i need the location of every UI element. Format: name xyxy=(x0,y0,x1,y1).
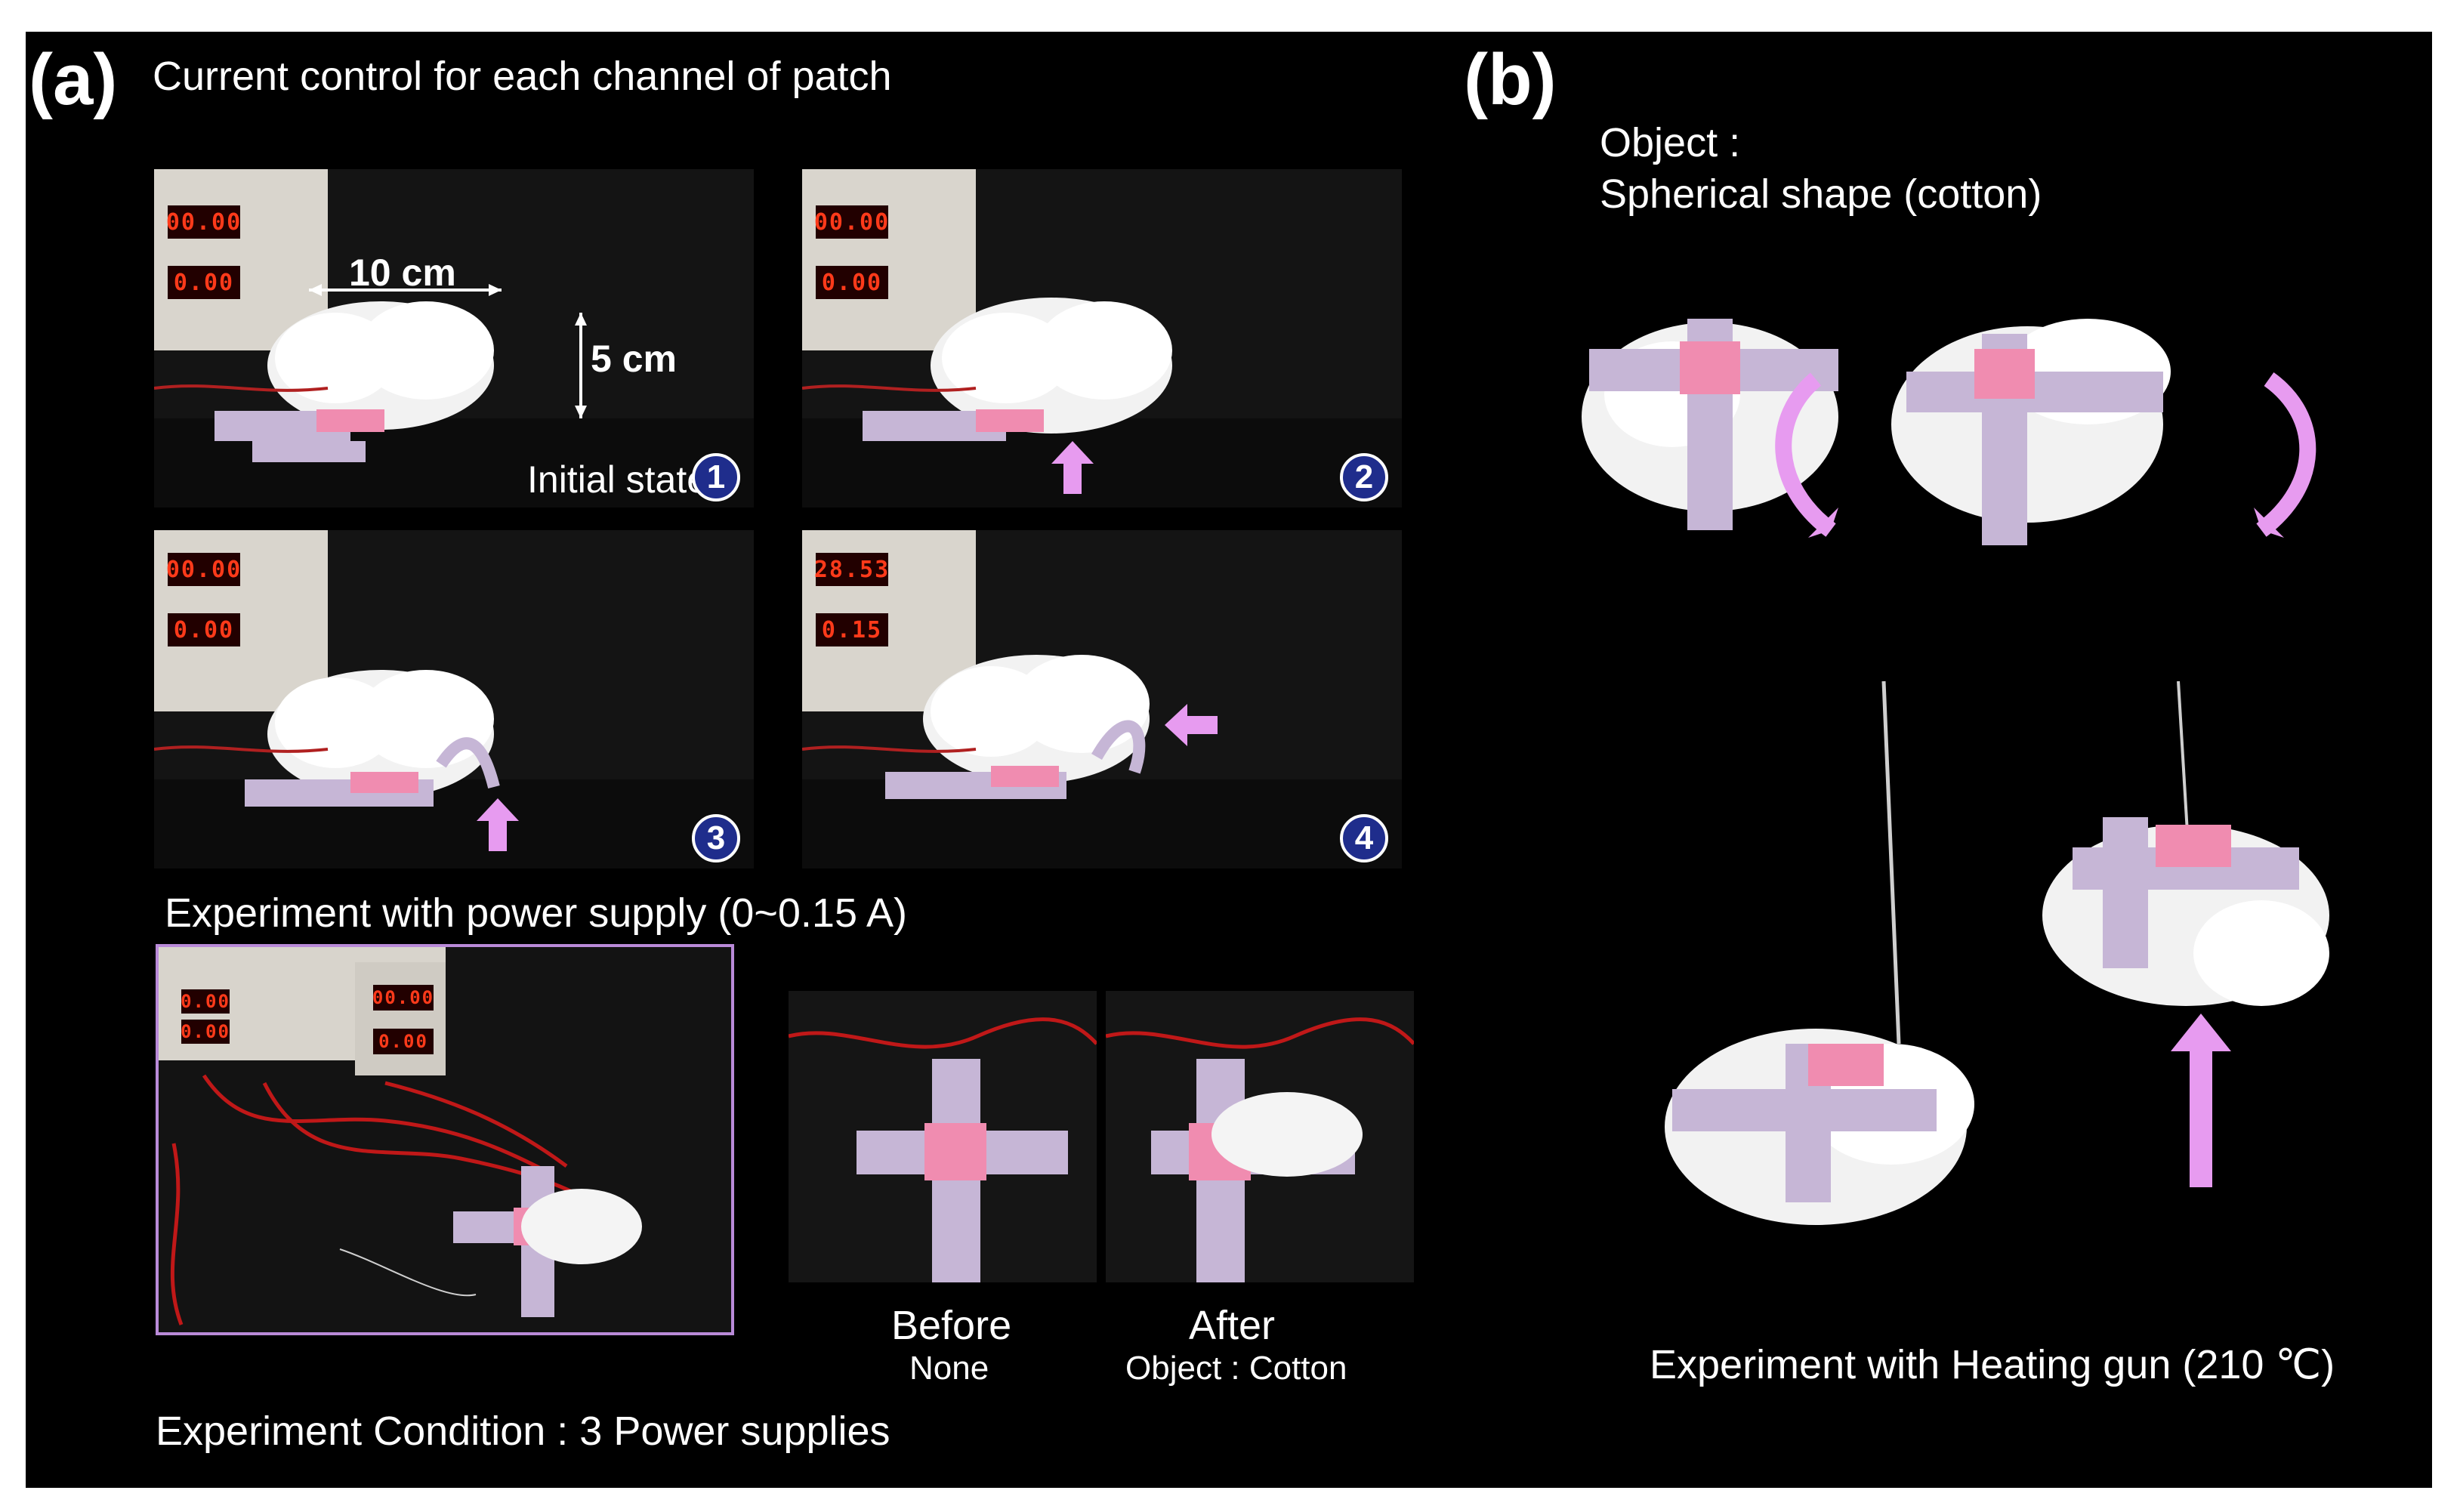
rotation-arrow-left xyxy=(1775,372,1836,537)
after-photo xyxy=(1106,991,1414,1282)
heating-caption: Experiment with Heating gun (210 ℃) xyxy=(1650,1342,2335,1387)
setup-display-3: 00.00 xyxy=(372,985,434,1011)
cotton-object-rotated xyxy=(1891,319,2171,545)
width-dimension-label: 10 cm xyxy=(349,251,456,294)
step-2-badge: 2 xyxy=(1340,453,1388,501)
panel-a-heading: Current control for each channel of patc… xyxy=(153,54,892,99)
after-title: After xyxy=(1189,1303,1276,1348)
step-4-badge: 4 xyxy=(1340,814,1388,862)
step-1-scene xyxy=(154,169,754,508)
before-title: Before xyxy=(891,1303,1012,1348)
figure-frame: (a) Current control for each channel of … xyxy=(26,32,2432,1488)
step-4-current-display: 0.15 xyxy=(816,613,888,646)
panel-b-label: (b) xyxy=(1464,39,1557,120)
step-3-current-display: 0.00 xyxy=(168,613,240,646)
step-2-photo: 00.00 0.00 2 xyxy=(802,169,1402,508)
panel-b-scene xyxy=(1582,319,2329,1225)
object-value: Spherical shape (cotton) xyxy=(1600,171,2042,217)
step-4-scene xyxy=(802,530,1402,869)
before-photo xyxy=(789,991,1097,1282)
setup-display-4: 0.00 xyxy=(373,1029,434,1054)
step-3-photo: 00.00 0.00 3 xyxy=(154,530,754,869)
step-1-current-display: 0.00 xyxy=(168,266,240,299)
step-3-voltage-display: 00.00 xyxy=(166,553,240,586)
step-1-badge: 1 xyxy=(692,453,740,501)
step-2-scene xyxy=(802,169,1402,508)
setup-display-2: 0.00 xyxy=(181,1020,230,1044)
setup-scene xyxy=(159,947,731,1332)
cotton-object-lifted xyxy=(2042,817,2329,1006)
step-4-photo: 28.53 0.15 4 xyxy=(802,530,1402,869)
rotation-arrow-right xyxy=(2256,372,2316,537)
power-supply-caption: Experiment with power supply (0~0.15 A) xyxy=(165,890,907,936)
step-2-current-display: 0.00 xyxy=(816,266,888,299)
initial-state-label: Initial state xyxy=(527,458,708,501)
setup-display-1: 0.00 xyxy=(181,989,230,1014)
step-1-photo: 00.00 0.00 10 cm 5 cm Initial state 1 xyxy=(154,169,754,508)
step-3-badge: 3 xyxy=(692,814,740,862)
step-1-voltage-display: 00.00 xyxy=(166,205,240,239)
before-scene xyxy=(789,991,1097,1282)
after-subtitle: Object : Cotton xyxy=(1125,1350,1347,1387)
height-dimension-label: 5 cm xyxy=(591,338,677,380)
hanging-string-2 xyxy=(2177,680,2189,833)
setup-photo: 0.00 0.00 00.00 0.00 xyxy=(156,944,734,1335)
after-scene xyxy=(1106,991,1414,1282)
object-label: Object : xyxy=(1600,120,1741,165)
step-3-scene xyxy=(154,530,754,869)
heat-arrow-up xyxy=(2171,1014,2231,1187)
step-2-voltage-display: 00.00 xyxy=(814,205,888,239)
step-4-voltage-display: 28.53 xyxy=(814,553,888,586)
hanging-string xyxy=(1881,680,1901,1045)
cotton-object-initial xyxy=(1582,319,1838,530)
cotton-object-hanging xyxy=(1665,1029,1974,1225)
condition-caption: Experiment Condition : 3 Power supplies xyxy=(156,1409,890,1454)
panel-a-label: (a) xyxy=(29,39,118,120)
before-subtitle: None xyxy=(909,1350,989,1387)
